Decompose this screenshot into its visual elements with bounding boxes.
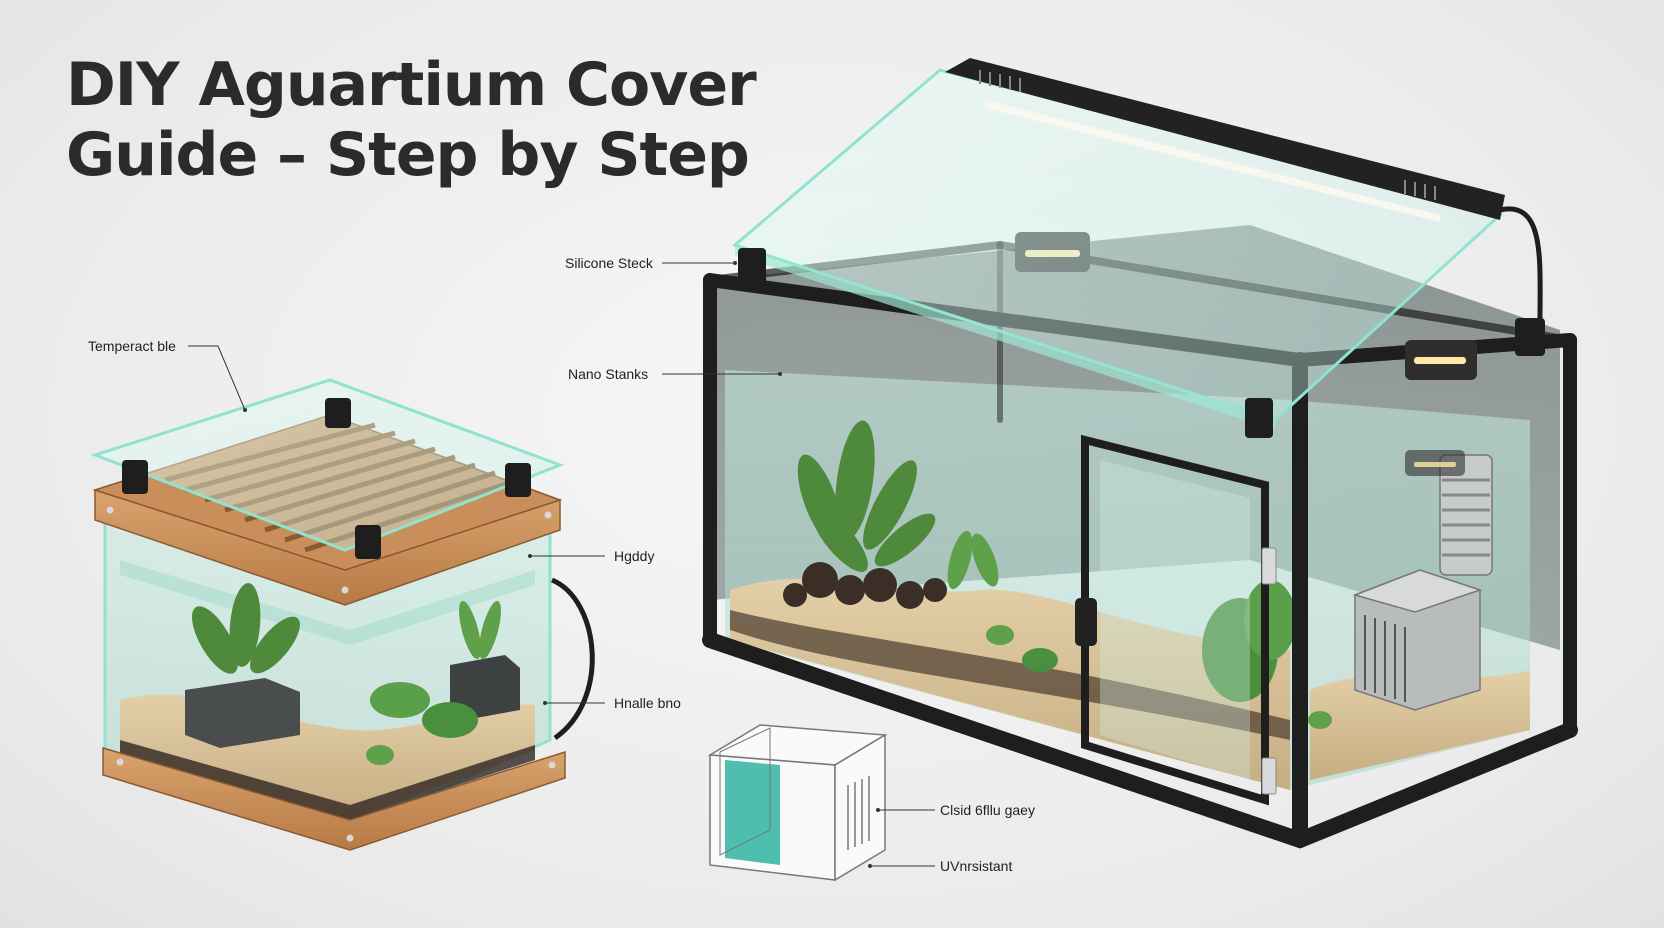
small-tank-plants: [185, 583, 520, 765]
small-tank: [90, 378, 595, 851]
callout-hnalle: Hnalle bno: [614, 695, 681, 711]
callout-hgddy: Hgddy: [614, 548, 655, 564]
hinge-lower: [1261, 757, 1277, 795]
title-line-2: Guide – Step by Step: [66, 120, 750, 190]
page-title: DIY Aguartium Cover Guide – Step by Step: [66, 50, 757, 190]
callout-nano: Nano Stanks: [568, 366, 649, 382]
hinge-upper: [1261, 547, 1277, 585]
callout-silicone: Silicone Steck: [565, 255, 653, 271]
wireframe-diagram: [707, 724, 888, 882]
heater-coil: [1439, 454, 1493, 576]
large-tank-sand-right: [1310, 670, 1530, 780]
lid-clip-left: [738, 248, 766, 284]
glass-lid: [731, 58, 1545, 438]
filter-unit: [1352, 569, 1483, 711]
small-tank-cable: [550, 577, 595, 741]
callout-temperact: Temperact ble: [88, 338, 176, 354]
door-handle: [1075, 598, 1097, 646]
large-tank-soil: [730, 610, 1290, 740]
large-tank: [702, 58, 1578, 849]
small-glass-cover: [90, 378, 565, 559]
large-tank-rocks: [783, 562, 947, 609]
callout-uv: UVnrsistant: [940, 858, 1013, 874]
tank-door: [1075, 434, 1277, 806]
callout-leaders: [188, 262, 935, 867]
title-line-1: DIY Aguartium Cover: [66, 50, 757, 120]
wooden-base: [102, 747, 566, 851]
lid-clip-front: [1245, 398, 1273, 438]
large-tank-plants: [797, 420, 1332, 729]
callout-clid: Clsid 6fllu gaey: [940, 802, 1035, 818]
lid-clip-right: [1515, 318, 1545, 356]
